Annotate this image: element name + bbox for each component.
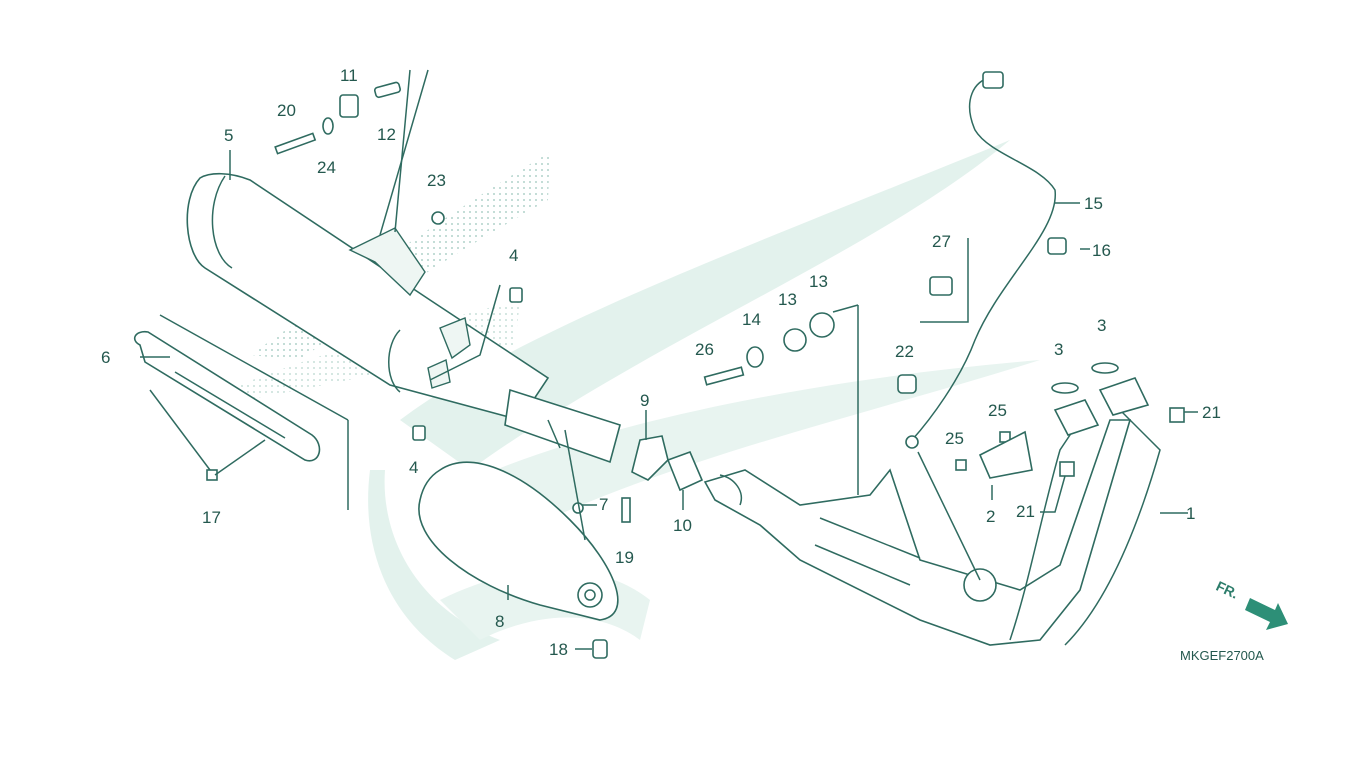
callout-13: 13	[778, 290, 797, 309]
callout-16: 16	[1092, 241, 1111, 260]
callout-18: 18	[549, 640, 568, 659]
callout-26: 26	[695, 340, 714, 359]
callout-1: 1	[1186, 504, 1195, 523]
callout-6: 6	[101, 348, 110, 367]
callout-25: 25	[988, 401, 1007, 420]
callout-3: 3	[1054, 340, 1063, 359]
callout-22: 22	[895, 342, 914, 361]
callout-14: 14	[742, 310, 761, 329]
callout-2: 2	[986, 507, 995, 526]
callout-20: 20	[277, 101, 296, 120]
exhaust-pipe-assembly	[703, 377, 1161, 646]
callout-27: 27	[932, 232, 951, 251]
heat-guard-strip	[133, 330, 321, 462]
callout-4: 4	[409, 458, 418, 477]
callout-19: 19	[615, 548, 634, 567]
callout-15: 15	[1084, 194, 1103, 213]
callout-17: 17	[202, 508, 221, 527]
callout-23: 23	[427, 171, 446, 190]
direction-label: FR.	[1214, 578, 1241, 602]
callout-24: 24	[317, 158, 336, 177]
callout-5: 5	[224, 126, 233, 145]
front-direction-arrow: FR.	[1214, 578, 1288, 630]
callout-9: 9	[640, 391, 649, 410]
callout-25: 25	[945, 429, 964, 448]
muffler-body	[186, 172, 621, 464]
muffler-end-cover	[418, 461, 619, 621]
callout-12: 12	[377, 125, 396, 144]
fasteners	[206, 81, 1185, 659]
callout-10: 10	[673, 516, 692, 535]
callout-3: 3	[1097, 316, 1106, 335]
callout-4: 4	[509, 246, 518, 265]
callout-21: 21	[1016, 502, 1035, 521]
callout-numbers: 1 2 3 3 4 4 5 6 7 8 9 10 11 12 13 13 14 …	[101, 66, 1221, 659]
diagram-code: MKGEF2700A	[1180, 648, 1264, 663]
callout-7: 7	[599, 495, 608, 514]
callout-8: 8	[495, 612, 504, 631]
clamp-and-gasket	[631, 435, 704, 492]
leader-lines	[140, 69, 1198, 650]
callout-13: 13	[809, 272, 828, 291]
callout-11: 11	[340, 66, 358, 85]
callout-21: 21	[1202, 403, 1221, 422]
